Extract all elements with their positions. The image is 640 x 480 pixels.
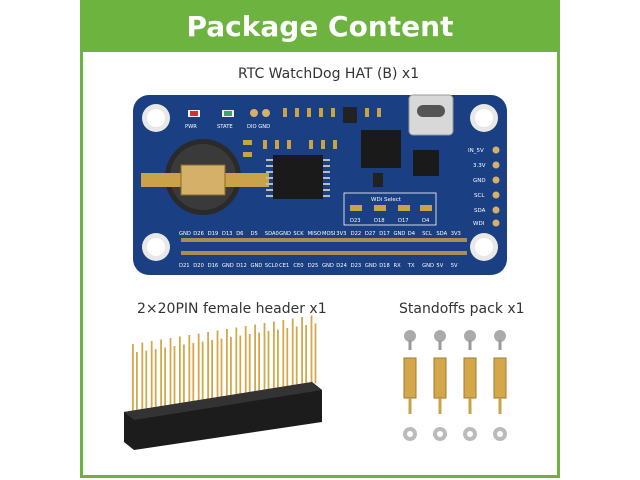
gpio-pin-label: 3V3 [336,231,346,237]
page-title: Package Content [80,0,560,52]
gpio-pin-label: SCL0 [265,263,278,269]
standoff-icon [433,330,447,441]
gpio-pin-label: D12 [236,263,247,269]
header-caption: 2×20PIN female header x1 [137,301,327,317]
gpio-pin-label: GND [365,263,377,269]
gpio-pin-label: D24 [336,263,347,269]
wdi-option-d23: D23 [350,218,361,224]
wdi-option-d4: D4 [422,218,430,224]
side-pin-label: SCL [474,193,485,199]
gpio-pin-label: GND [322,263,334,269]
mounting-hole-icon [142,104,498,261]
side-pin-label: SDA [474,208,486,214]
side-pin-label: 3.3V [473,163,486,169]
side-pin-label: WDI [473,221,485,227]
gpio-pin-label: MISO [308,231,321,237]
standoff-icon [493,330,507,441]
gpio-pin-label: GND [222,263,234,269]
gpio-pin-label: GND [422,263,434,269]
gpio-pin-label: D13 [222,231,233,237]
chip-icon [266,130,439,199]
pwr-led-label: PWR [185,124,197,130]
gpio-pin-label: D22 [351,231,362,237]
gpio-pin-label: D23 [351,263,362,269]
gpio-pin-label: D4 [408,231,416,237]
coin-cell-battery-icon [141,139,269,215]
gpio-pin-label: D25 [308,263,319,269]
gpio-pin-label: SDA0 [265,231,279,237]
gpio-pin-label: RX [394,263,402,269]
hat-caption: RTC WatchDog HAT (B) x1 [238,66,420,82]
rtc-watchdog-hat-board: PWR STATE DIO GND [133,94,507,275]
gpio-pin-label: GND [279,231,291,237]
side-pin-label: IN_5V [468,148,484,154]
gpio-pin-label: D6 [236,231,243,237]
gpio-pin-label: SCL [422,231,432,237]
gpio-pin-label: D27 [365,231,376,237]
gpio-pin-label: SDA [436,231,447,237]
gpio-pin-label: GND [251,263,263,269]
wdi-option-d18: D18 [374,218,385,224]
gpio-pin-label: D26 [193,231,204,237]
standoff-icon [403,330,417,441]
wdi-option-d17: D17 [398,218,409,224]
gpio-pin-label: SCK [293,231,304,237]
gpio-pin-label: D20 [193,263,204,269]
wdi-select-title: WDi Select [371,197,402,203]
state-led-label: STATE [217,124,233,130]
gpio-pin-label: D5 [251,231,258,237]
gpio-pin-label: CE1 [279,263,289,269]
female-header-image [124,315,322,450]
standoff-icon [463,330,477,441]
standoffs-image [403,330,507,441]
gpio-pin-label: TX [407,263,415,269]
gpio-pin-label: D16 [208,263,219,269]
gpio-pin-label: 3V3 [451,231,461,237]
gpio-pin-label: CE0 [293,263,303,269]
gpio-pin-label: 5V [451,263,458,269]
gpio-pin-label: D21 [179,263,190,269]
gpio-pin-label: MOSI [322,231,336,237]
gpio-pin-label: D17 [379,231,390,237]
gpio-pin-label: GND [394,231,406,237]
side-pin-label: GND [473,178,486,184]
dio-gnd-label: DIO GND [247,124,270,130]
standoffs-caption: Standoffs pack x1 [399,301,525,317]
gpio-pin-label: D18 [379,263,390,269]
gpio-pin-label: GND [179,231,191,237]
gpio-pin-label: 5V [436,263,443,269]
gpio-pin-label: D19 [208,231,219,237]
